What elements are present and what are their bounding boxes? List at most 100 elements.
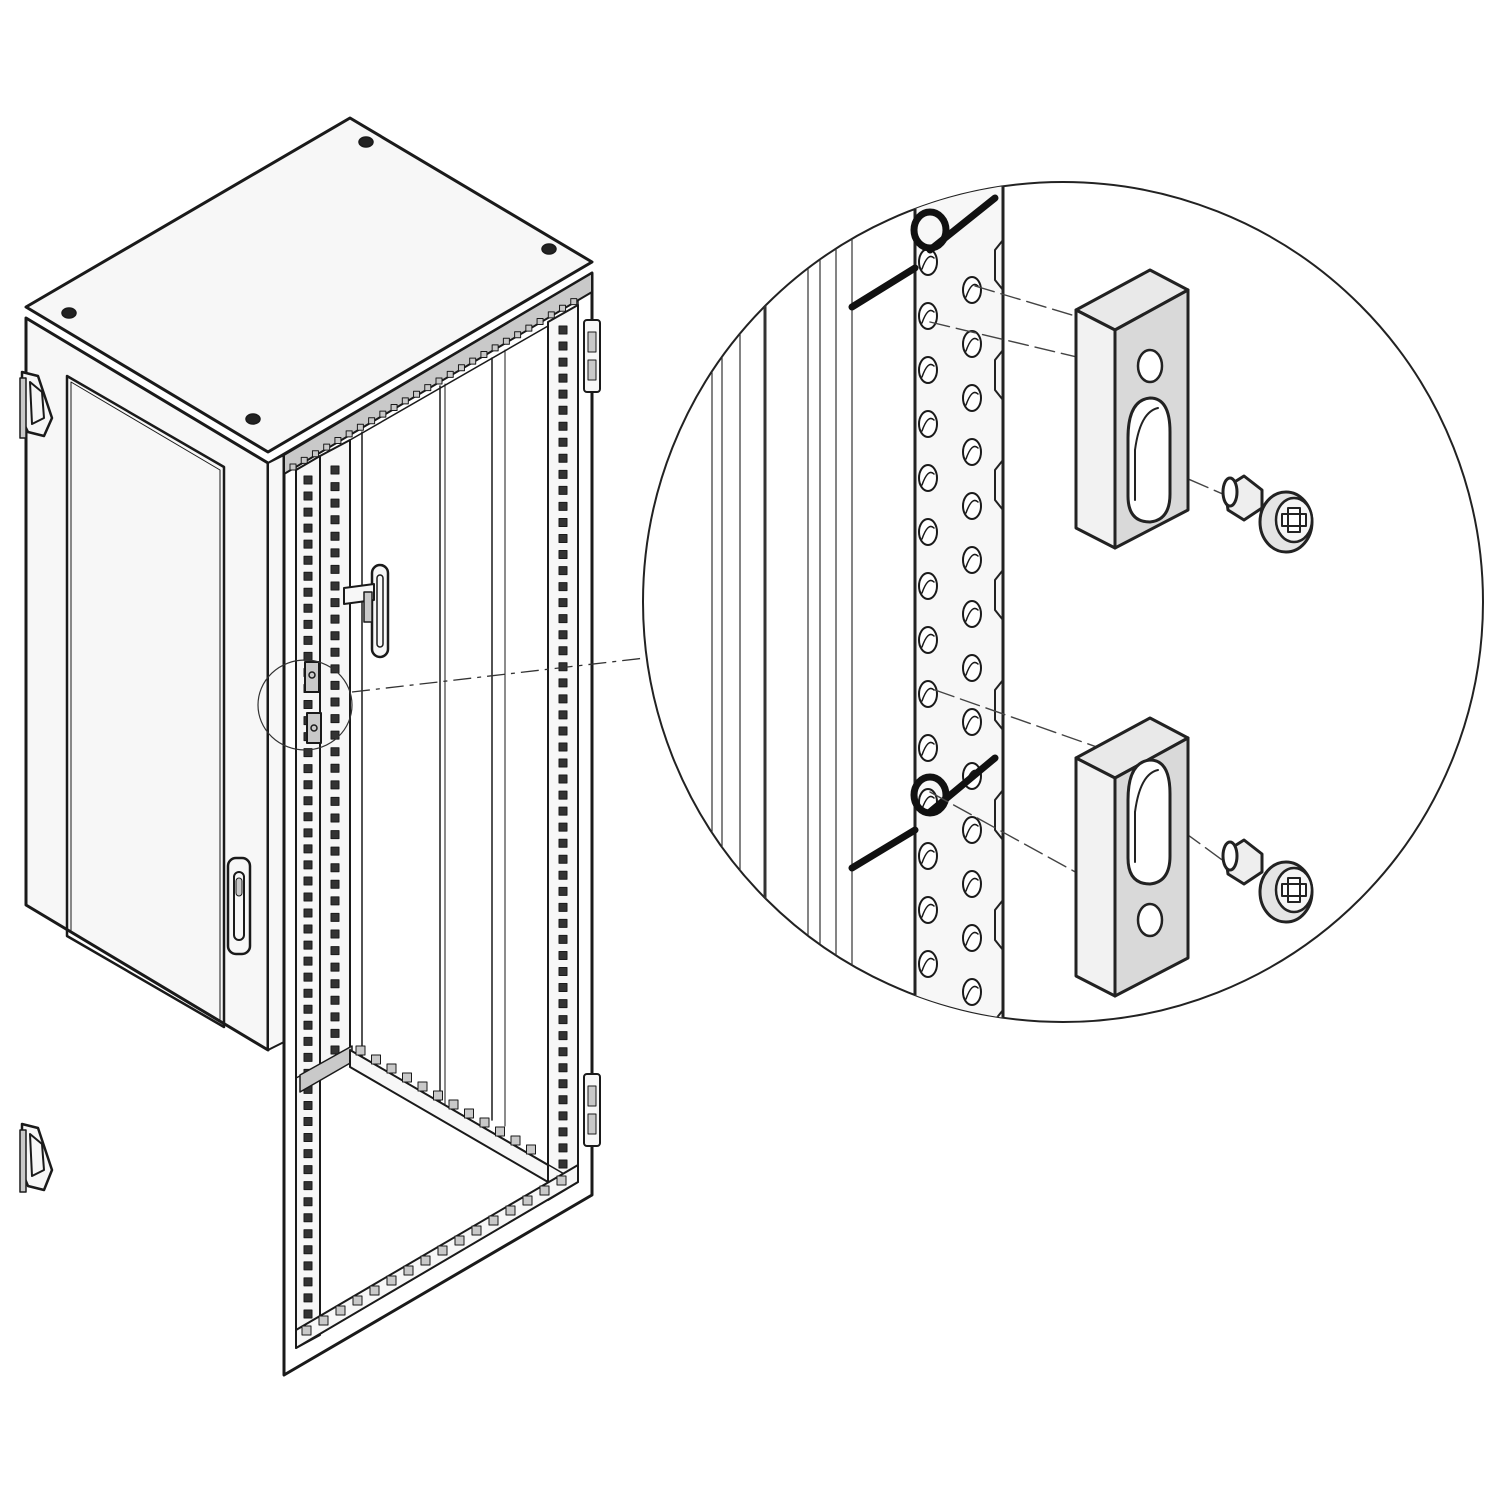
floor-notch xyxy=(318,1315,329,1326)
rail-hole xyxy=(558,790,568,800)
rail-hole xyxy=(330,929,340,939)
rail-hole xyxy=(558,694,568,704)
rail-hole xyxy=(962,276,982,304)
rail-hole xyxy=(303,619,313,629)
rail-hole xyxy=(303,780,313,790)
rail-hole-shade xyxy=(921,957,935,972)
rail-hole-shade xyxy=(921,363,935,378)
rail-hole xyxy=(303,1293,313,1303)
top-bolt xyxy=(358,136,374,148)
detail-view xyxy=(642,181,1484,1023)
rail-notch xyxy=(413,390,421,398)
front-door-edge xyxy=(267,454,285,1051)
rail-hole xyxy=(330,946,340,956)
rail-hole xyxy=(558,469,568,479)
rail-hole xyxy=(558,566,568,576)
rail-notch xyxy=(323,443,331,451)
rail-hole xyxy=(303,1100,313,1110)
rail-notch xyxy=(457,364,465,372)
rear-hinge-bottom xyxy=(583,1073,601,1147)
inner-door-handle xyxy=(343,563,390,659)
rear-top-edge xyxy=(349,325,549,441)
rail-hole xyxy=(918,680,938,708)
rail-hole-shade xyxy=(921,903,935,918)
rail-hole xyxy=(330,498,340,508)
rail-hole xyxy=(330,962,340,972)
rail-hole xyxy=(558,373,568,383)
rail-hole xyxy=(918,950,938,978)
rail-hole xyxy=(330,631,340,641)
rail-hole xyxy=(558,1031,568,1041)
rail-hole xyxy=(303,860,313,870)
rail-hole xyxy=(303,1052,313,1062)
detail-view-circle xyxy=(642,181,1484,1023)
rail-notch xyxy=(480,351,488,359)
rail-hole xyxy=(558,967,568,977)
rail-notch xyxy=(345,430,353,438)
rail-hole xyxy=(558,646,568,656)
rail-hole-shade xyxy=(965,337,979,352)
right-rail-holes xyxy=(558,325,568,1185)
top-bolt xyxy=(61,307,77,319)
floor-notch xyxy=(437,1245,448,1256)
rail-notch xyxy=(446,370,454,378)
rail-hole-shade xyxy=(921,741,935,756)
mounting-blocks-small xyxy=(304,661,322,744)
floor-side-rail xyxy=(349,1049,549,1183)
rail-hole xyxy=(962,438,982,466)
rear-hinge-top xyxy=(583,319,601,393)
top-front-rail xyxy=(283,272,593,475)
rail-notch xyxy=(356,423,364,431)
rail-hole xyxy=(918,626,938,654)
floor-notch xyxy=(539,1185,550,1196)
rail-hole xyxy=(558,598,568,608)
rail-hole xyxy=(918,464,938,492)
rail-hole xyxy=(303,1149,313,1159)
detail-rail-notches xyxy=(994,182,1004,1022)
rail-hole xyxy=(558,1079,568,1089)
rail-hole xyxy=(303,651,313,661)
rail-hole xyxy=(558,630,568,640)
rail-hole xyxy=(330,515,340,525)
rail-hole xyxy=(330,846,340,856)
rail-notch xyxy=(289,463,297,471)
detail-callout-circle xyxy=(257,659,353,751)
floor-notch xyxy=(402,1072,412,1083)
rail-hole xyxy=(303,1309,313,1319)
rail-hole xyxy=(918,302,938,330)
rail-hole xyxy=(558,614,568,624)
rail-hole-shade xyxy=(921,579,935,594)
rail-hole xyxy=(303,1004,313,1014)
rail-hole xyxy=(303,828,313,838)
rail-hole xyxy=(330,564,340,574)
rail-notch xyxy=(390,403,398,411)
rail-hole xyxy=(558,742,568,752)
door-hinge-top xyxy=(19,370,54,439)
screw-bottom xyxy=(1221,838,1314,924)
rail-hole xyxy=(330,714,340,724)
rail-hole xyxy=(962,924,982,952)
floor-notch xyxy=(420,1255,431,1266)
floor-notch xyxy=(369,1285,380,1296)
floor-notch xyxy=(417,1081,428,1092)
rail-hole xyxy=(303,507,313,517)
rail-hole xyxy=(303,603,313,613)
rail-hole xyxy=(303,844,313,854)
rail-hole xyxy=(962,816,982,844)
rail-hole xyxy=(558,341,568,351)
rail-hole xyxy=(558,918,568,928)
rail-hole-shade xyxy=(921,633,935,648)
floor-notch xyxy=(488,1215,499,1226)
rail-notch xyxy=(368,417,376,425)
rail-hole xyxy=(303,700,313,710)
rail-hole xyxy=(918,842,938,870)
detail-background-panels xyxy=(711,229,853,981)
mounting-block-top xyxy=(1074,268,1190,550)
rail-hole xyxy=(962,492,982,520)
top-bolts xyxy=(61,136,557,425)
rail-hole xyxy=(558,999,568,1009)
rail-hole xyxy=(330,995,340,1005)
rail-hole xyxy=(558,1095,568,1105)
rail-hole xyxy=(303,555,313,565)
rail-hole xyxy=(918,896,938,924)
